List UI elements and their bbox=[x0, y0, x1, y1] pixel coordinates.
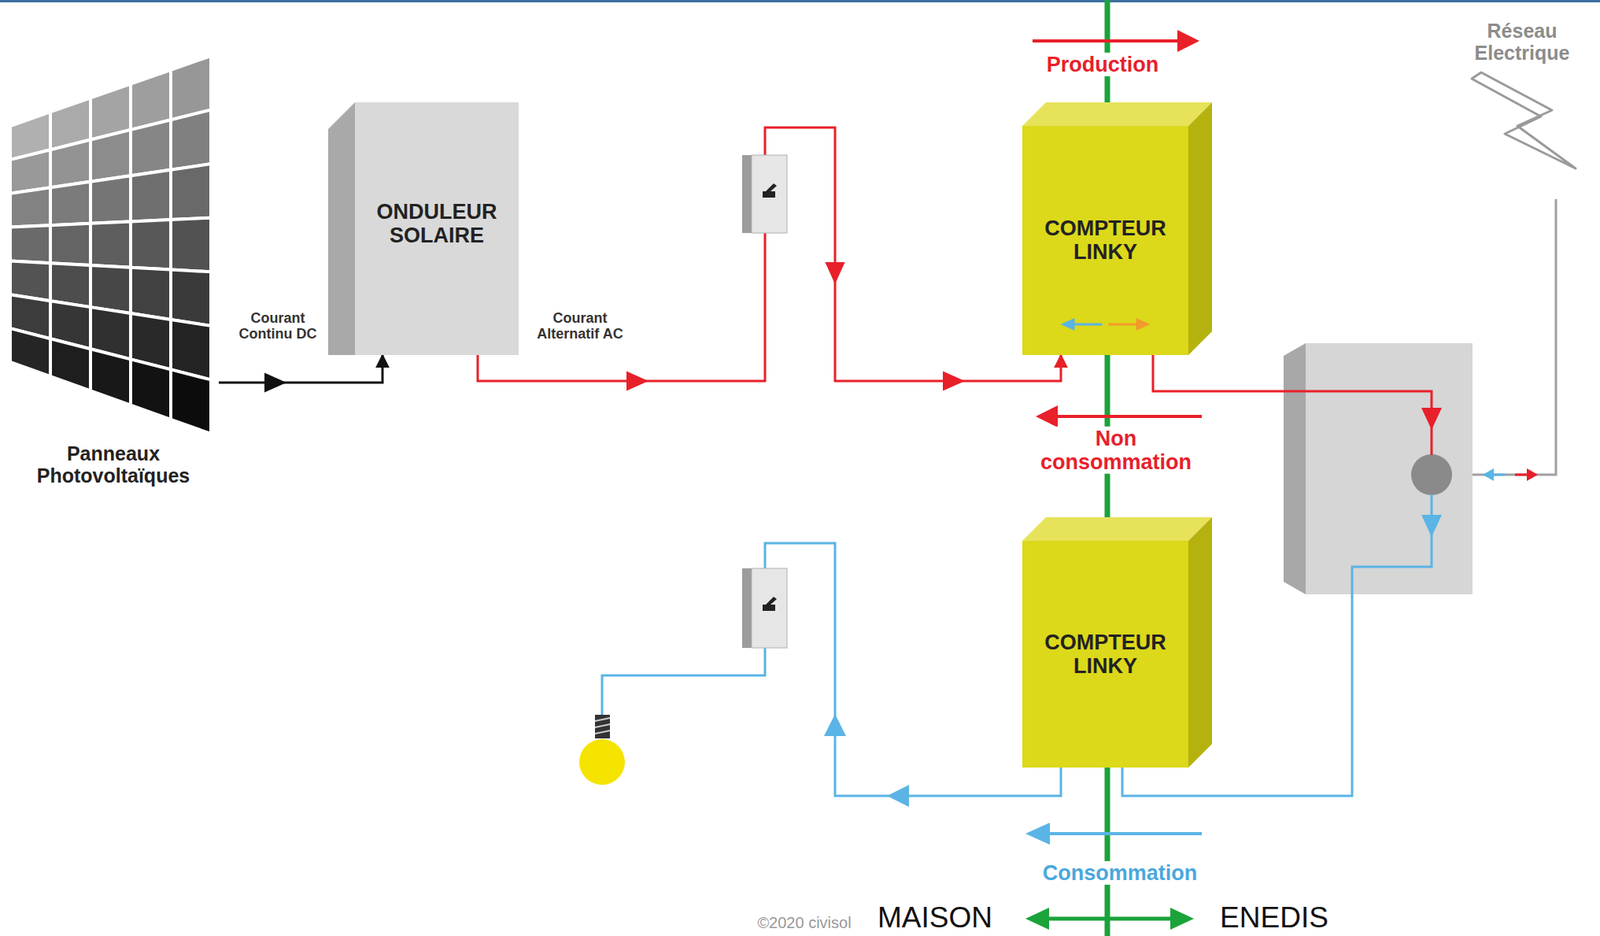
box-front bbox=[1022, 540, 1189, 768]
box-front bbox=[354, 102, 519, 355]
panel-cell bbox=[50, 181, 91, 226]
breaker-lever bbox=[765, 183, 777, 192]
connection-box bbox=[1305, 343, 1473, 595]
meter-flow-in bbox=[1071, 323, 1103, 326]
wire-connector bbox=[218, 354, 383, 383]
boundary-arrowhead bbox=[1170, 907, 1194, 930]
consumption-arrow bbox=[1046, 831, 1202, 836]
non-consumption-arrowhead bbox=[1035, 405, 1058, 428]
panel-cell bbox=[130, 358, 171, 419]
box-side bbox=[1188, 102, 1213, 355]
watermark: ©2020 civisol bbox=[757, 913, 851, 932]
grid-in-arrowhead bbox=[1482, 468, 1494, 481]
wire-arrowhead bbox=[824, 713, 847, 736]
panel-cell bbox=[130, 267, 171, 320]
lamp-wire bbox=[602, 647, 765, 717]
lightning-symbol bbox=[1471, 72, 1576, 169]
panel-cell bbox=[50, 223, 91, 266]
top-border bbox=[0, 0, 1600, 3]
box-title: ONDULEUR SOLAIRE bbox=[361, 199, 513, 248]
panel-cell bbox=[170, 218, 211, 273]
connection-box-side bbox=[1283, 343, 1306, 595]
wire-arrowhead bbox=[1421, 514, 1442, 537]
flow-label: Production bbox=[1043, 52, 1163, 77]
box-top bbox=[1022, 102, 1213, 126]
house-wire bbox=[764, 543, 1061, 796]
current-label: Courant Alternatif AC bbox=[532, 310, 629, 342]
wire-arrowhead bbox=[942, 370, 965, 391]
box-side bbox=[328, 102, 355, 355]
current-label: Courant Continu DC bbox=[233, 310, 322, 342]
lamp-thread bbox=[594, 717, 610, 721]
grid-out-arrowhead bbox=[1526, 468, 1538, 481]
panel-cell bbox=[90, 221, 131, 267]
wire-arrowhead bbox=[886, 784, 910, 807]
lamp-socket bbox=[594, 714, 610, 739]
box-front bbox=[1022, 125, 1189, 355]
box-top bbox=[1022, 517, 1213, 541]
panel-cell bbox=[90, 175, 131, 224]
panel-cell bbox=[10, 225, 51, 263]
panel-cell bbox=[50, 140, 91, 189]
wire-arrowhead bbox=[824, 262, 845, 285]
production-arrowhead bbox=[1177, 29, 1200, 52]
panel-cell bbox=[170, 269, 211, 326]
solar-panel-shape bbox=[7, 55, 219, 493]
inverter-box: ONDULEUR SOLAIRE bbox=[328, 102, 519, 355]
panel-cell bbox=[90, 348, 131, 405]
panel-cell bbox=[90, 129, 131, 182]
boundary-arrowhead bbox=[1025, 907, 1050, 930]
solar-panel: Panneaux Photovoltaïques bbox=[7, 55, 219, 493]
breaker-lever bbox=[765, 596, 777, 605]
breaker bbox=[751, 568, 788, 648]
panel-cell bbox=[130, 119, 171, 176]
panel-cell bbox=[170, 369, 211, 434]
wire-arrowhead bbox=[264, 372, 287, 392]
non-consumption-arrow bbox=[1054, 414, 1202, 418]
meter-flow-arrowhead bbox=[1136, 317, 1151, 331]
boundary-arrow bbox=[1042, 916, 1177, 921]
flow-label: Consommation bbox=[1039, 860, 1201, 885]
junction-dot bbox=[1411, 454, 1453, 496]
breaker bbox=[751, 155, 788, 233]
meter-flow-out bbox=[1108, 323, 1141, 326]
meter-box: COMPTEUR LINKY bbox=[1022, 102, 1213, 355]
wire-arrowhead bbox=[626, 370, 649, 391]
box-side bbox=[1188, 517, 1213, 768]
breaker-switch bbox=[762, 191, 776, 198]
box-title: COMPTEUR LINKY bbox=[1028, 216, 1183, 264]
breaker-switch bbox=[762, 604, 776, 611]
consumption-arrowhead bbox=[1025, 822, 1050, 845]
side-label: ENEDIS bbox=[1219, 901, 1329, 934]
lamp-thread bbox=[594, 730, 610, 734]
side-label: MAISON bbox=[877, 901, 993, 934]
panel-label: Panneaux Photovoltaïques bbox=[7, 442, 219, 487]
flow-label: Non consommation bbox=[1029, 426, 1203, 474]
panel-cell bbox=[10, 328, 51, 377]
panel-cell bbox=[170, 110, 211, 170]
grid-label: Réseau Electrique bbox=[1452, 19, 1592, 64]
panel-cell bbox=[130, 169, 171, 222]
breaker-side bbox=[742, 155, 752, 233]
panel-cell bbox=[10, 187, 51, 227]
panel-cell bbox=[50, 338, 91, 391]
panel-cell bbox=[170, 163, 211, 220]
lamp-bulb bbox=[579, 739, 625, 785]
panel-cell bbox=[130, 219, 171, 270]
breaker-side bbox=[742, 568, 752, 648]
meter-flow-arrowhead bbox=[1060, 317, 1076, 331]
wire-arrowhead bbox=[1421, 407, 1442, 430]
panel-cell bbox=[90, 265, 131, 314]
box-title: COMPTEUR LINKY bbox=[1028, 630, 1183, 678]
production-arrow bbox=[1032, 39, 1181, 43]
meter-box: COMPTEUR LINKY bbox=[1022, 517, 1213, 768]
lamp-thread bbox=[594, 724, 610, 728]
wire-connector bbox=[477, 127, 1061, 381]
